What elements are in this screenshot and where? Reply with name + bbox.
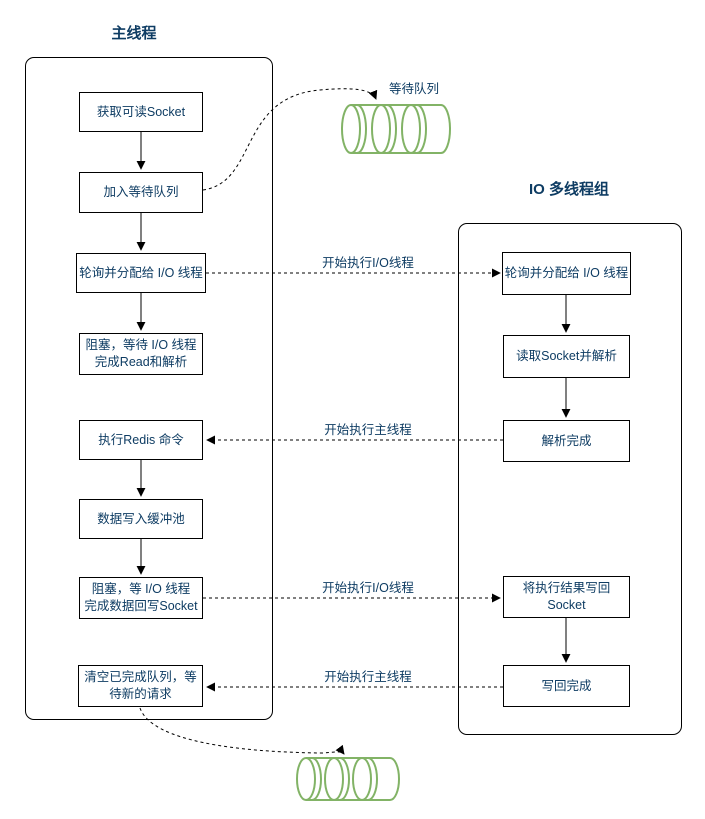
- box-poll-assign-io-thread-io: 轮询并分配给 I/O 线程: [502, 252, 631, 295]
- box-label: 轮询并分配给 I/O 线程: [79, 265, 203, 280]
- box-label: 获取可读Socket: [96, 104, 186, 119]
- box-write-result-to-socket: 将执行结果写回 Socket: [503, 576, 630, 618]
- io-thread-group-title: IO 多线程组: [528, 181, 609, 198]
- label-start-io-thread-1: 开始执行I/O线程: [322, 256, 414, 270]
- box-write-data-to-buffer: 数据写入缓冲池: [79, 499, 203, 539]
- box-block-wait-read-parse: 阻塞，等待 I/O 线程 完成Read和解析: [79, 333, 203, 375]
- label-wait-queue: 等待队列: [388, 82, 439, 96]
- queue-cylinder-icon-bottom: [296, 757, 400, 801]
- box-join-wait-queue: 加入等待队列: [79, 172, 203, 213]
- queue-cylinder-icon-top: [341, 104, 451, 154]
- box-label: 加入等待队列: [103, 185, 179, 200]
- label-start-io-thread-2: 开始执行I/O线程: [322, 581, 414, 595]
- box-label: 阻塞，等待 I/O 线程 完成Read和解析: [85, 338, 197, 369]
- box-poll-assign-io-thread-main: 轮询并分配给 I/O 线程: [76, 253, 206, 293]
- box-execute-redis-command: 执行Redis 命令: [79, 420, 203, 460]
- io-thread-group-container: [458, 223, 682, 735]
- box-parse-complete: 解析完成: [503, 420, 630, 462]
- main-thread-title: 主线程: [111, 25, 157, 42]
- box-label: 数据写入缓冲池: [97, 511, 185, 526]
- box-block-wait-writeback: 阻塞，等 I/O 线程 完成数据回写Socket: [79, 577, 203, 619]
- box-acquire-readable-socket: 获取可读Socket: [79, 92, 203, 132]
- label-start-main-thread-1: 开始执行主线程: [324, 423, 412, 437]
- box-label: 执行Redis 命令: [98, 432, 184, 447]
- arrow-to-bottom-queue: [139, 707, 345, 755]
- box-writeback-complete: 写回完成: [503, 665, 630, 707]
- box-label: 将执行结果写回 Socket: [522, 581, 611, 612]
- main-thread-container: [25, 57, 273, 720]
- box-label: 轮询并分配给 I/O 线程: [504, 266, 629, 281]
- box-read-socket-and-parse: 读取Socket并解析: [503, 335, 630, 378]
- box-label: 解析完成: [541, 433, 592, 448]
- box-label: 清空已完成队列，等 待新的请求: [84, 670, 197, 701]
- box-label: 阻塞，等 I/O 线程 完成数据回写Socket: [84, 582, 198, 613]
- box-clear-completed-queue: 清空已完成队列，等 待新的请求: [78, 665, 203, 707]
- cross-thread-arrows: [139, 88, 503, 755]
- box-label: 写回完成: [541, 678, 592, 693]
- box-label: 读取Socket并解析: [516, 349, 617, 364]
- label-start-main-thread-2: 开始执行主线程: [324, 670, 412, 684]
